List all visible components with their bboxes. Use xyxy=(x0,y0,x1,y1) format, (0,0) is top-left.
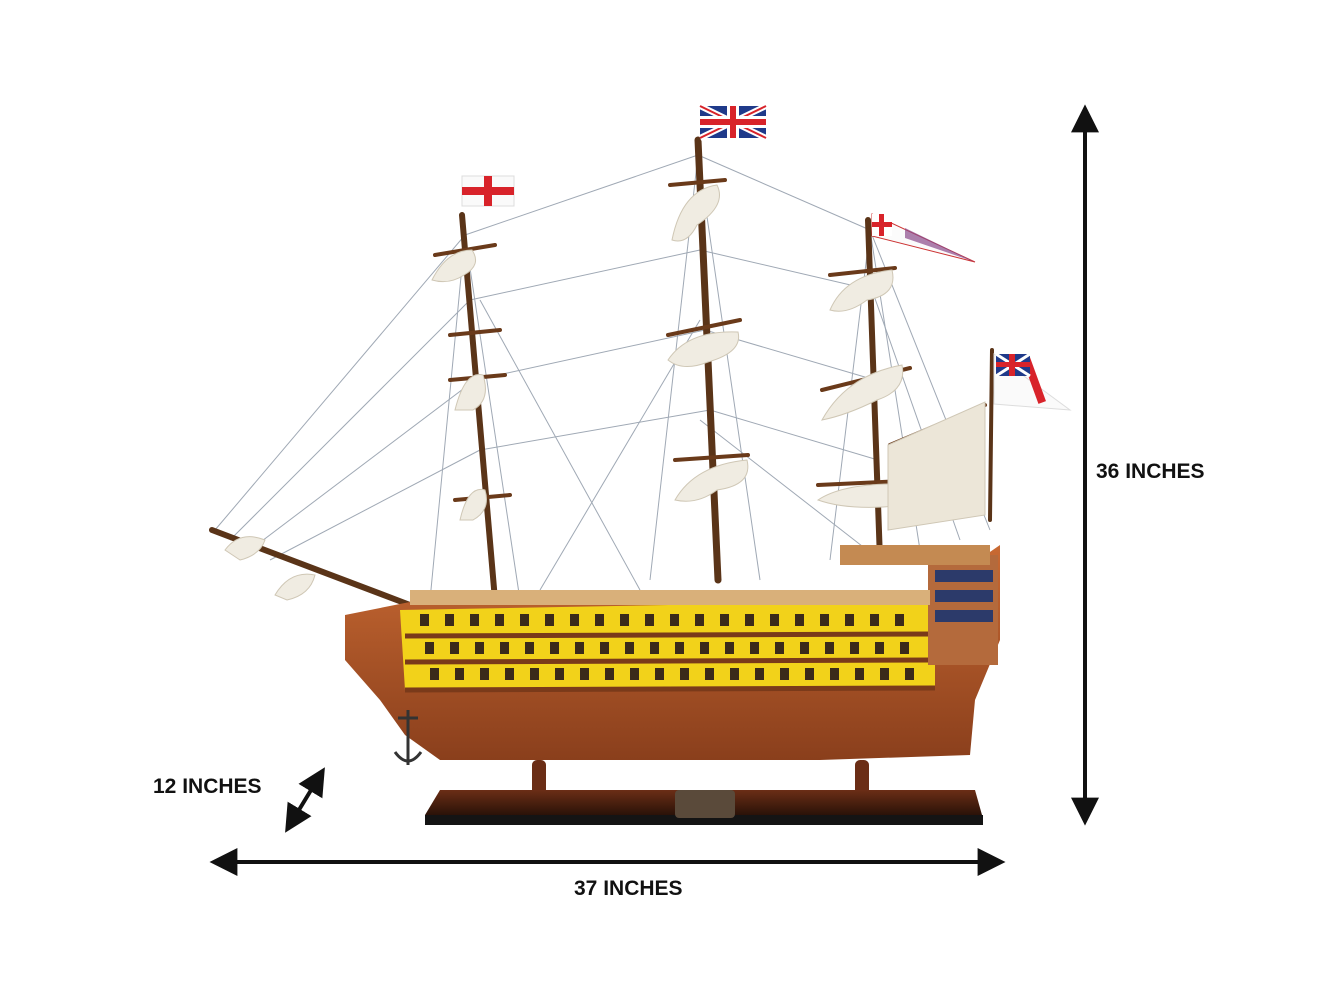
st-george-cross-flag xyxy=(461,175,515,207)
ship-hull xyxy=(345,545,1000,760)
width-dimension-label: 37 INCHES xyxy=(574,877,683,900)
depth-dimension-label: 12 INCHES xyxy=(153,775,262,798)
sails xyxy=(224,184,986,601)
gun-ports xyxy=(420,614,914,680)
white-ensign-flag xyxy=(993,352,1072,411)
pennant-flag xyxy=(871,213,976,263)
height-dimension-label: 36 INCHES xyxy=(1096,460,1205,483)
display-stand xyxy=(425,760,983,825)
depth-arrow xyxy=(285,767,325,833)
anchor-icon xyxy=(393,710,423,765)
union-jack-flag xyxy=(698,103,768,141)
